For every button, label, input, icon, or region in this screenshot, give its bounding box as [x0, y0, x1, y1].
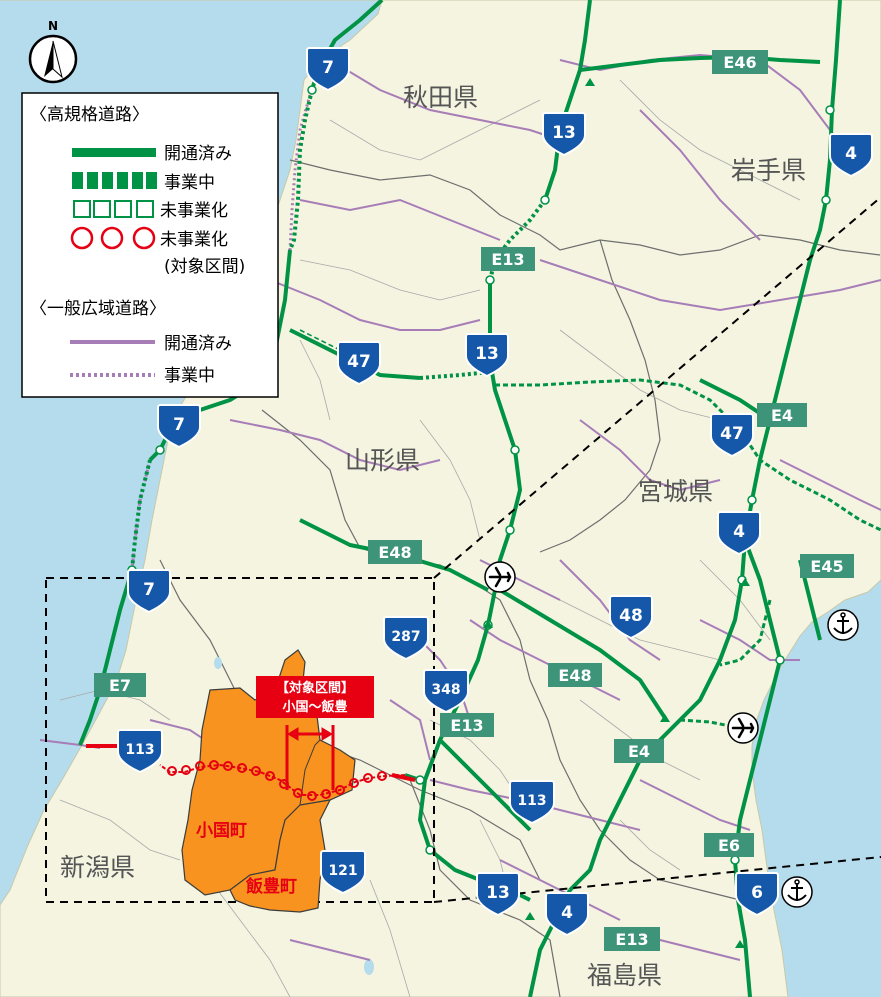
- route-shield-4-mid: 4: [733, 522, 745, 542]
- exp-label-e4-north: E4: [771, 406, 793, 425]
- route-shield-113-east: 113: [517, 793, 546, 809]
- legend-heading-high-standard: 〈高規格道路〉: [30, 105, 149, 125]
- exp-label-e13-south: E13: [615, 930, 648, 949]
- target-section-callout: 【対象区間】 小国～飯豊: [256, 676, 374, 718]
- highways-open: [78, 0, 842, 997]
- airport-icon: [484, 561, 516, 593]
- legend-heading-general: 〈一般広域道路〉: [30, 299, 166, 319]
- route-shield-4-south: 4: [561, 903, 573, 923]
- route-shield-47-east: 47: [720, 424, 744, 444]
- legend-swatch-general-open: [70, 340, 155, 344]
- lake: [364, 959, 374, 975]
- exp-label-e45: E45: [810, 557, 843, 576]
- port-icon: [827, 609, 859, 641]
- municipal-boundaries: [59, 79, 801, 997]
- legend-swatch-not-started: [73, 200, 154, 218]
- legend-not-started-target: 未事業化: [160, 230, 228, 250]
- town-iide-area: [229, 799, 332, 913]
- expressway-labels: E46 E13 E4 E48 E45 E7 E48 E13 E4 E6 E13: [94, 50, 854, 951]
- route-shield-7-south: 7: [143, 580, 155, 600]
- pref-label-yamagata: 山形県: [345, 446, 420, 475]
- lake: [214, 657, 222, 669]
- route-shield-13-south: 13: [486, 883, 510, 903]
- pref-label-fukushima: 福島県: [587, 961, 662, 990]
- route-shield-13-mid: 13: [475, 344, 499, 364]
- route-shield-13-north: 13: [552, 123, 576, 143]
- target-section-route: [86, 744, 406, 801]
- route-113-east-segment: [391, 773, 416, 782]
- interchange-nodes: [127, 85, 835, 865]
- legend-swatch-construction: [72, 172, 157, 189]
- legend-general-construction: 事業中: [164, 366, 215, 386]
- route-shield-6: 6: [751, 883, 763, 903]
- legend-target-section: (対象区間): [164, 257, 245, 277]
- legend-swatch-target: [70, 226, 156, 250]
- exp-label-e48-west: E48: [378, 543, 411, 562]
- exp-label-e13-north: E13: [491, 250, 524, 269]
- route-shield-4-north: 4: [845, 144, 857, 164]
- airport-icon: [727, 712, 759, 744]
- town-label-iide: 飯豊町: [245, 876, 297, 897]
- route-shield-348: 348: [431, 682, 460, 698]
- pref-label-akita: 秋田県: [403, 83, 478, 112]
- exp-label-e48-east: E48: [558, 666, 591, 685]
- route-shield-48: 48: [619, 606, 643, 626]
- exp-label-e6: E6: [718, 836, 740, 855]
- callout-line2: 小国～飯豊: [282, 699, 347, 715]
- town-label-oguni: 小国町: [196, 821, 247, 841]
- legend: 〈高規格道路〉 開通済み 事業中 未事業化 未事業化 (対象区間) 〈一般広域道…: [21, 92, 279, 398]
- legend-swatch-open: [72, 148, 156, 157]
- legend-open: 開通済み: [164, 144, 232, 164]
- pref-label-miyagi: 宮城県: [638, 477, 713, 506]
- route-shields: 7 13 4 13 47 7 47 4 7 48 287 348 113 113…: [117, 47, 873, 937]
- pref-label-niigata: 新潟県: [60, 853, 135, 882]
- legend-under-construction: 事業中: [164, 173, 215, 193]
- route-shield-47-west: 47: [347, 352, 371, 372]
- route-shield-287: 287: [391, 629, 420, 645]
- route-shield-7-mid: 7: [173, 415, 185, 435]
- pref-label-iwate: 岩手県: [731, 156, 806, 185]
- exp-label-e4-south: E4: [628, 742, 650, 761]
- legend-not-started: 未事業化: [160, 201, 228, 221]
- route-shield-7-north: 7: [322, 58, 334, 78]
- route-shield-121: 121: [328, 863, 357, 879]
- target-section-marker: [285, 725, 335, 790]
- north-arrow-icon: N: [28, 19, 78, 84]
- exp-label-e7: E7: [109, 676, 131, 695]
- port-icon: [781, 876, 813, 908]
- route-shield-113-west: 113: [125, 742, 154, 758]
- north-label: N: [48, 19, 58, 33]
- exp-label-e46: E46: [723, 53, 756, 72]
- callout-line1: 【対象区間】: [276, 680, 354, 696]
- exp-label-e13-mid: E13: [450, 716, 483, 735]
- interchange-triangles: [483, 78, 750, 948]
- legend-general-open: 開通済み: [164, 334, 232, 354]
